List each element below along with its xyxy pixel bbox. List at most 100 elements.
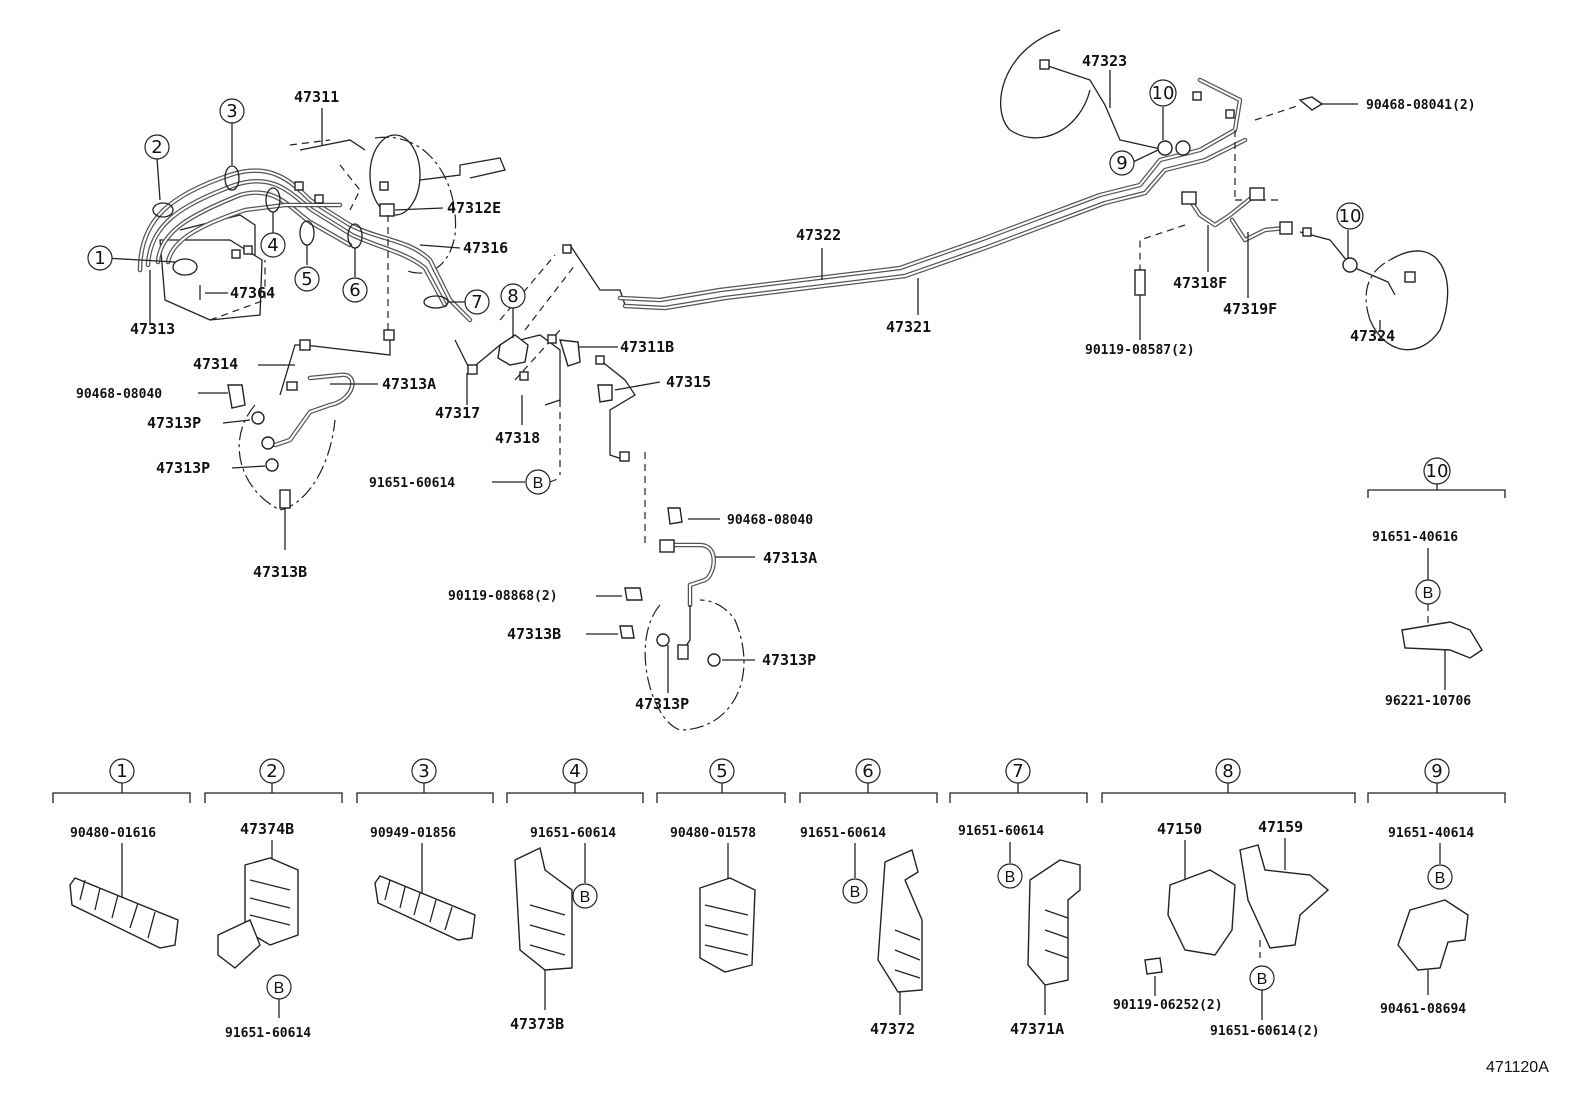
svg-text:7: 7 bbox=[1012, 761, 1023, 782]
center-pipe-area bbox=[454, 243, 626, 406]
b-marker-main: B bbox=[525, 469, 561, 495]
callout-1: 1 bbox=[87, 245, 113, 271]
svg-text:1: 1 bbox=[94, 248, 105, 269]
detail-7-label-2: 47371A bbox=[1010, 1020, 1064, 1038]
front-left-hose-assembly bbox=[227, 215, 395, 511]
detail-panels: 1 90480-01616 2 47374B B 91651-60614 3 9… bbox=[52, 758, 1506, 1041]
front-right-pipe bbox=[559, 355, 646, 545]
label-90468-08040-left: 90468-08040 bbox=[76, 387, 162, 402]
svg-text:6: 6 bbox=[349, 280, 360, 301]
pipe-nuts-upper bbox=[231, 181, 395, 259]
detail-8-label-3: 90119-06252(2) bbox=[1113, 998, 1223, 1013]
detail-8-label-1: 47150 bbox=[1157, 820, 1202, 838]
label-47313A-lower: 47313A bbox=[763, 549, 817, 567]
diagram-id: 471120A bbox=[1486, 1059, 1549, 1076]
label-47317: 47317 bbox=[435, 404, 480, 422]
detail-1-label: 90480-01616 bbox=[70, 826, 156, 841]
svg-text:10: 10 bbox=[1152, 83, 1175, 104]
label-47311B: 47311B bbox=[620, 338, 674, 356]
label-47322: 47322 bbox=[796, 226, 841, 244]
callout-10-upper: 10 bbox=[1149, 79, 1177, 107]
label-47324: 47324 bbox=[1350, 327, 1395, 345]
detail-6-b: B bbox=[850, 884, 861, 901]
label-47364: 47364 bbox=[230, 284, 275, 302]
detail-7-b: B bbox=[1005, 869, 1016, 886]
detail-4-label-2: 47373B bbox=[510, 1015, 564, 1033]
brake-pipe-bundle bbox=[137, 168, 473, 323]
svg-text:10: 10 bbox=[1339, 206, 1362, 227]
label-47311: 47311 bbox=[294, 88, 339, 106]
callout-8: 8 bbox=[500, 283, 526, 309]
svg-text:1: 1 bbox=[116, 761, 127, 782]
detail-2-b: B bbox=[274, 980, 285, 997]
detail-5: 5 90480-01578 bbox=[656, 758, 786, 973]
svg-text:3: 3 bbox=[418, 761, 429, 782]
label-90468-08040-right: 90468-08040 bbox=[727, 513, 813, 528]
rear-hoses bbox=[1134, 187, 1349, 296]
detail-8-label-4: 91651-60614(2) bbox=[1210, 1024, 1320, 1039]
brake-booster-assembly bbox=[289, 134, 506, 274]
callout-numbers: 1 2 3 4 5 6 7 8 9 10 10 bbox=[87, 79, 1364, 315]
svg-text:6: 6 bbox=[862, 761, 873, 782]
leader-lines bbox=[104, 70, 1381, 693]
detail-4-b: B bbox=[580, 889, 591, 906]
label-90119-08868: 90119-08868(2) bbox=[448, 589, 558, 604]
label-91651-60614-main: 91651-60614 bbox=[369, 476, 455, 491]
label-47318: 47318 bbox=[495, 429, 540, 447]
front-right-hose-assembly bbox=[619, 507, 745, 731]
label-47313P-lower-2: 47313P bbox=[635, 695, 689, 713]
label-47313: 47313 bbox=[130, 320, 175, 338]
detail-9-label-1: 91651-40614 bbox=[1388, 826, 1474, 841]
callout-6: 6 bbox=[342, 277, 368, 303]
svg-text:2: 2 bbox=[266, 761, 277, 782]
rear-right-brake bbox=[1342, 250, 1449, 351]
detail-9-b: B bbox=[1435, 870, 1446, 887]
detail-2: 2 47374B B 91651-60614 bbox=[204, 758, 343, 1041]
svg-text:4: 4 bbox=[569, 761, 580, 782]
callout-9: 9 bbox=[1109, 150, 1135, 176]
label-47313P-lower-1: 47313P bbox=[762, 651, 816, 669]
svg-text:2: 2 bbox=[151, 137, 162, 158]
label-90468-08041: 90468-08041(2) bbox=[1366, 98, 1476, 113]
label-47323: 47323 bbox=[1082, 52, 1127, 70]
svg-text:8: 8 bbox=[507, 286, 518, 307]
label-47316: 47316 bbox=[463, 239, 508, 257]
detail-7-label-1: 91651-60614 bbox=[958, 824, 1044, 839]
detail-4-label-1: 91651-60614 bbox=[530, 826, 616, 841]
detail-10-header: 10 bbox=[1426, 461, 1449, 482]
svg-text:9: 9 bbox=[1116, 153, 1127, 174]
label-47318F: 47318F bbox=[1173, 274, 1227, 292]
label-47312E: 47312E bbox=[447, 199, 501, 217]
detail-2-label-2: 91651-60614 bbox=[225, 1026, 311, 1041]
svg-text:8: 8 bbox=[1222, 761, 1233, 782]
callout-2: 2 bbox=[144, 134, 170, 160]
label-47315: 47315 bbox=[666, 373, 711, 391]
detail-1: 1 90480-01616 bbox=[52, 758, 191, 949]
rear-brake-lines bbox=[617, 77, 1248, 311]
detail-2-label-1: 47374B bbox=[240, 820, 294, 838]
label-47313B-lower: 47313B bbox=[507, 625, 561, 643]
detail-5-label: 90480-01578 bbox=[670, 826, 756, 841]
detail-6: 6 91651-60614 B 47372 bbox=[799, 758, 938, 1038]
detail-10: 10 91651-40616 B 96221-10706 bbox=[1367, 457, 1506, 709]
detail-9-label-2: 90461-08694 bbox=[1380, 1002, 1466, 1017]
label-90119-08587: 90119-08587(2) bbox=[1085, 343, 1195, 358]
svg-text:4: 4 bbox=[267, 235, 278, 256]
detail-6-label-2: 47372 bbox=[870, 1020, 915, 1038]
detail-9: 9 91651-40614 B 90461-08694 bbox=[1367, 758, 1506, 1017]
label-47313P-upper-1: 47313P bbox=[147, 414, 201, 432]
label-47314: 47314 bbox=[193, 355, 238, 373]
svg-text:5: 5 bbox=[716, 761, 727, 782]
callout-4: 4 bbox=[260, 232, 286, 258]
svg-text:5: 5 bbox=[301, 269, 312, 290]
detail-3-label: 90949-01856 bbox=[370, 826, 456, 841]
detail-8: 8 47150 47159 B 90119-06252(2) 91651-606… bbox=[1101, 758, 1356, 1039]
detail-10-b: B bbox=[1423, 585, 1434, 602]
b-marker-main-text: B bbox=[533, 475, 544, 492]
detail-10-bottom-label: 96221-10706 bbox=[1385, 694, 1471, 709]
detail-8-b: B bbox=[1257, 971, 1268, 988]
callout-10-right: 10 bbox=[1336, 202, 1364, 230]
callout-3: 3 bbox=[219, 98, 245, 124]
